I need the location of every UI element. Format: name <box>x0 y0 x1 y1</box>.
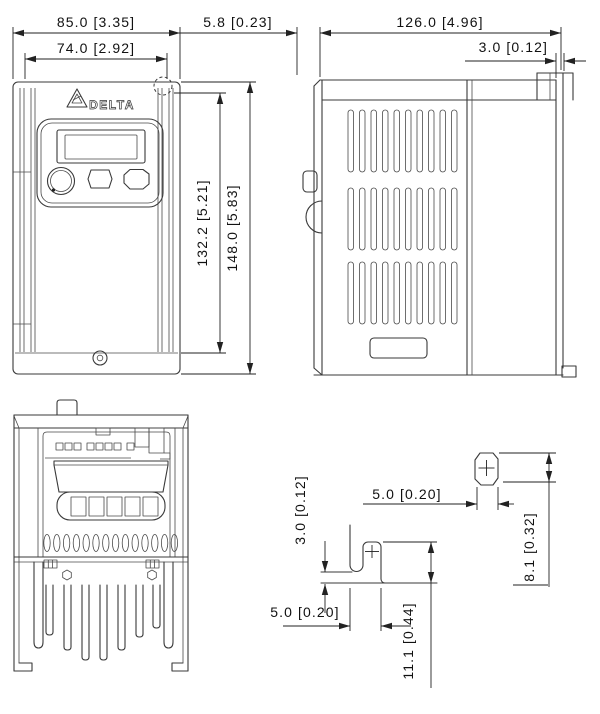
back-mounting-plate <box>536 72 577 378</box>
dim-front-height-inner-label: 132.2 [5.21] <box>194 179 210 266</box>
dim-front-height-label: 148.0 [5.83] <box>224 184 240 271</box>
keypad-panel <box>36 118 164 208</box>
heatsink-screw-left-icon <box>62 569 72 581</box>
dim-hole-width-label: 5.0 [0.20] <box>372 486 441 502</box>
center-mark-icon <box>478 460 495 476</box>
display-frame <box>56 129 146 164</box>
hook-profile <box>349 524 386 584</box>
power-terminal-block <box>53 460 169 521</box>
dim-hook-depth-label: 11.1 [0.44] <box>400 602 416 679</box>
dim-side-depth-label: 126.0 [4.96] <box>396 14 483 30</box>
dim-front-gap-label: 5.8 [0.23] <box>203 14 272 30</box>
dim-front-width-inner-label: 74.0 [2.92] <box>57 40 135 56</box>
nameplate-label <box>369 337 428 359</box>
latch-block <box>134 427 171 460</box>
front-enclosure-outline <box>12 81 181 375</box>
feet <box>13 662 189 672</box>
detail-top-keyhole: 8.1 [0.32] 5.0 [0.20] <box>363 452 556 587</box>
dim-hook-width-label: 5.0 [0.20] <box>270 604 339 620</box>
vent-slots <box>347 109 458 325</box>
mounting-hole-callout <box>153 76 173 96</box>
thumb-recess <box>305 200 323 234</box>
front-rails <box>13 88 174 352</box>
display-screen <box>64 134 138 160</box>
brand-wordmark: DELTA <box>89 98 135 112</box>
keypad-button-right <box>123 168 150 190</box>
bottom-vent-holes <box>43 534 178 552</box>
dim-hole-height-label: 8.1 [0.32] <box>521 512 537 581</box>
side-clip-tab <box>302 170 318 193</box>
top-tab <box>56 399 78 416</box>
brand-logo-icon <box>66 88 88 108</box>
keypad-button-left <box>87 169 113 189</box>
dim-side-plate-label: 3.0 [0.12] <box>479 39 548 55</box>
knob <box>46 166 76 196</box>
knob-pointer-icon <box>51 188 56 192</box>
side-dimensions: 126.0 [4.96] 3.0 [0.12] <box>319 14 586 78</box>
plate-foot <box>561 365 577 378</box>
front-dimensions: 85.0 [3.35] 74.0 [2.92] 5.8 [0.23] 132.2… <box>12 14 298 375</box>
keyhole-slot <box>474 452 499 486</box>
heatsink-fins <box>33 561 174 661</box>
din-clip-slots <box>43 559 160 569</box>
detail-mounting-hook: 3.0 [0.12] 5.0 [0.20] 11.1 [0.44] <box>270 475 438 688</box>
center-mark-icon <box>365 545 379 558</box>
front-panel-lip <box>302 79 323 376</box>
side-view <box>302 72 577 378</box>
heatsink-screw-right-icon <box>147 569 157 581</box>
bottom-screw-icon <box>92 350 108 366</box>
front-view: DELTA <box>12 76 181 375</box>
control-terminal-pins <box>55 442 135 451</box>
dim-front-width-label: 85.0 [3.35] <box>57 14 135 30</box>
bottom-view <box>13 399 189 672</box>
dim-hook-plate-label: 3.0 [0.12] <box>292 475 308 544</box>
